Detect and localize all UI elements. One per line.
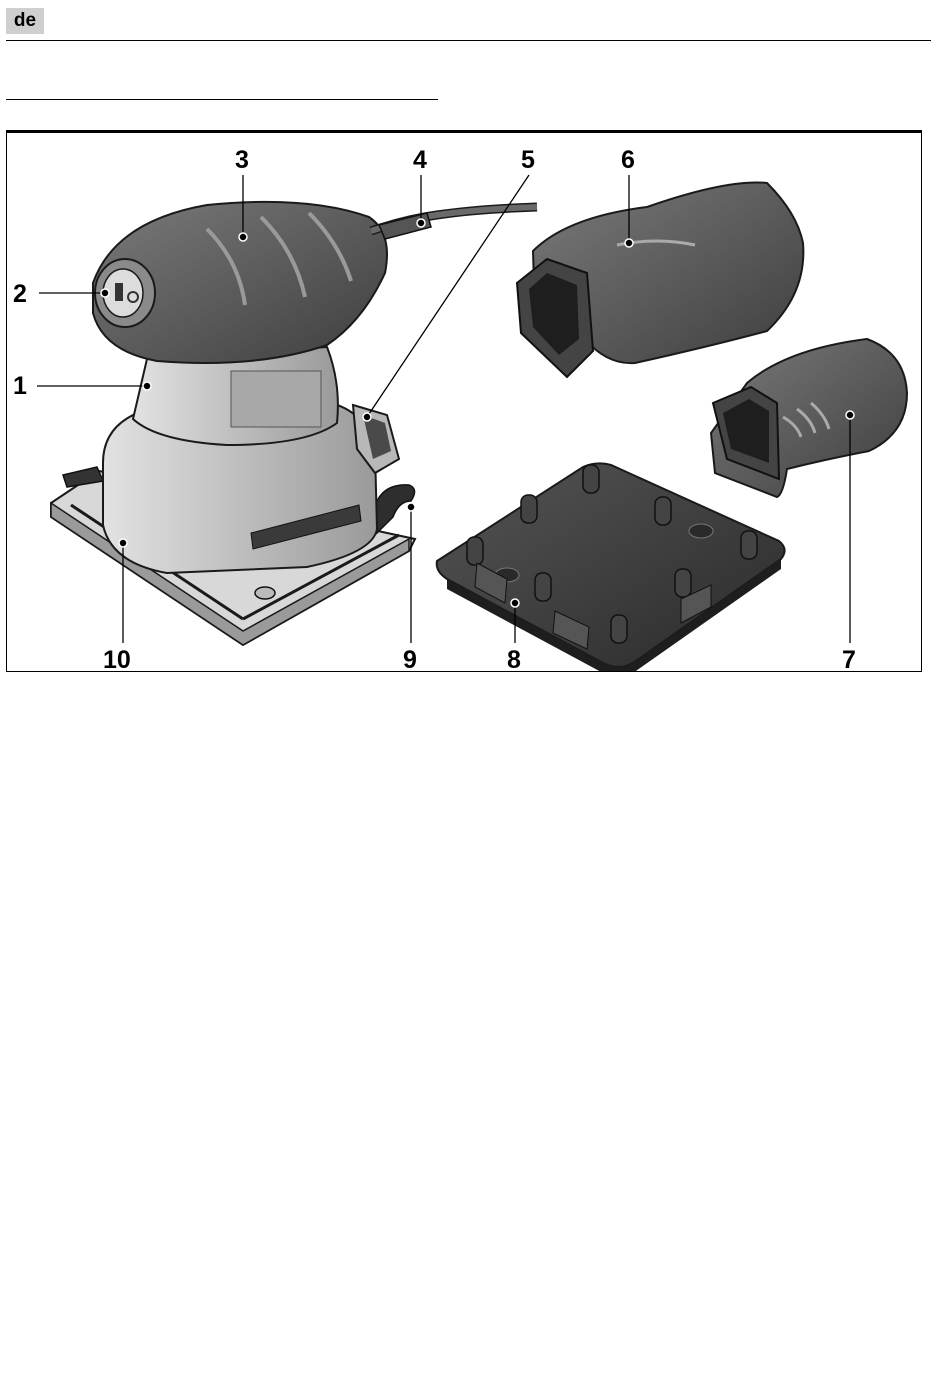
callout-8: 8 — [507, 646, 521, 672]
dust-box — [517, 183, 803, 378]
callout-6: 6 — [621, 146, 635, 174]
section-rule — [6, 99, 438, 100]
callout-3: 3 — [235, 146, 249, 174]
sanding-plate — [437, 463, 785, 672]
dust-extraction-adapter — [711, 339, 907, 497]
illustration-canvas: 1 2 3 4 5 6 7 8 9 10 — [7, 133, 922, 672]
callout-10: 10 — [103, 646, 131, 672]
callout-2: 2 — [13, 280, 27, 308]
callout-5: 5 — [521, 146, 535, 174]
power-cord — [371, 207, 537, 239]
callout-1: 1 — [13, 372, 27, 400]
callout-4: 4 — [413, 146, 427, 174]
language-tag: de — [6, 8, 44, 34]
header-rule — [6, 40, 931, 41]
callout-7: 7 — [842, 646, 856, 672]
callout-9: 9 — [403, 646, 417, 672]
product-illustration: 1 2 3 4 5 6 7 8 9 10 — [6, 130, 922, 672]
